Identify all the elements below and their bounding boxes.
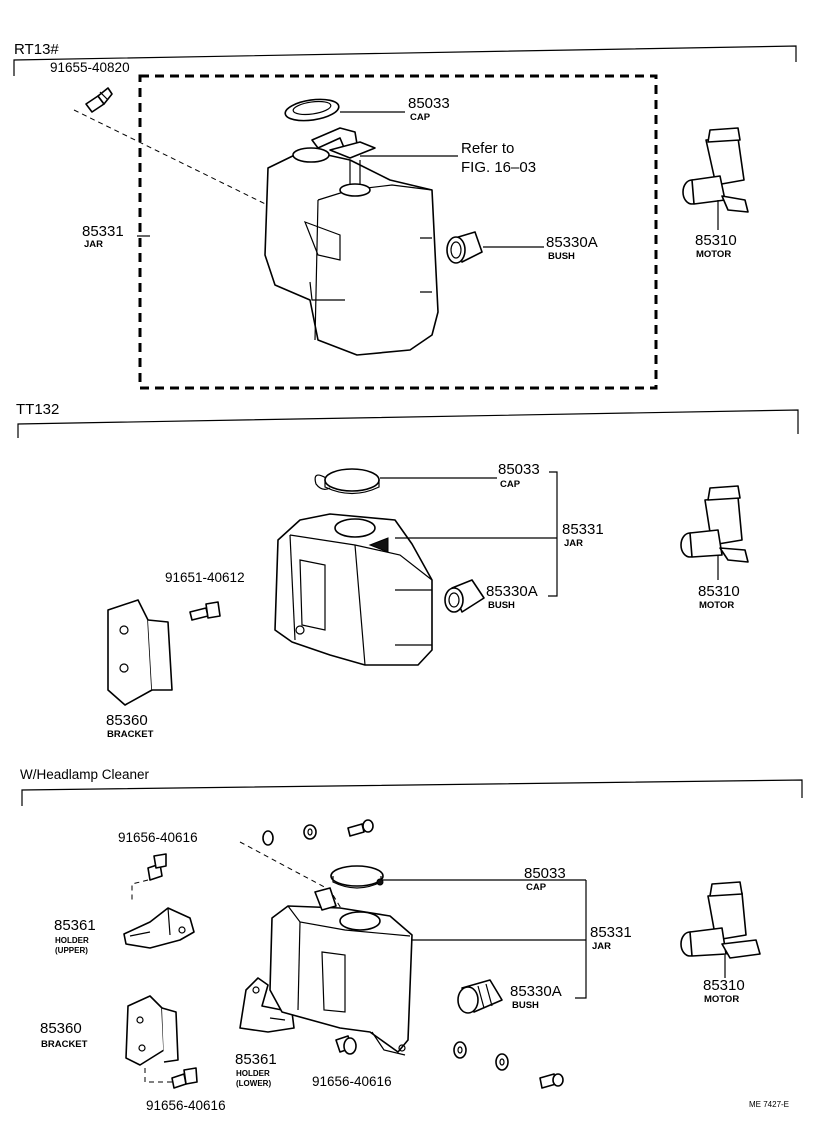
label-cap-num: 85033: [524, 865, 566, 882]
label-jar-num: 85331: [562, 521, 604, 538]
label-motor-num: 85310: [695, 232, 737, 249]
section-tt132: TT132 85033 CAP 85331 JAR: [16, 401, 799, 740]
section-bracket-line: [17, 409, 799, 438]
label-bolt-mid: 91656-40616: [312, 1074, 392, 1089]
label-jar-name: JAR: [592, 941, 611, 952]
label-bush-num: 85330A: [510, 983, 562, 1000]
label-bracket-num: 85360: [106, 712, 148, 729]
cap-85033: [314, 468, 380, 495]
label-holder-upper-name1: HOLDER: [55, 936, 89, 945]
label-motor-name: MOTOR: [704, 994, 739, 1005]
label-bracket-name: BRACKET: [41, 1039, 88, 1050]
label-cap-name: CAP: [526, 882, 547, 893]
label-cap-name: CAP: [500, 479, 521, 490]
leader-bolt-top: [131, 879, 149, 900]
motor-85310: [680, 485, 749, 580]
assembly-boundary: [138, 74, 658, 390]
motor-85310: [680, 881, 761, 978]
label-jar-num: 85331: [590, 924, 632, 941]
label-bush-num: 85330A: [486, 583, 538, 600]
bolt-91655: [85, 87, 113, 113]
bolt-91656-bottom: [171, 1067, 198, 1089]
cap-85033: [284, 98, 340, 122]
section-title-tt132: TT132: [16, 401, 59, 418]
label-motor-name: MOTOR: [699, 600, 734, 611]
label-motor-num: 85310: [703, 977, 745, 994]
jar-85331: [274, 513, 433, 666]
label-bracket-name: BRACKET: [107, 729, 154, 740]
label-holder-lower-num: 85361: [235, 1051, 277, 1068]
bracket-85360: [125, 995, 179, 1066]
hardware-bottom: [453, 1041, 564, 1089]
label-motor-name: MOTOR: [696, 249, 731, 260]
section-title-headlamp: W/Headlamp Cleaner: [20, 767, 150, 782]
leader-bolt-bottom: [144, 1068, 175, 1083]
jar-85331: [264, 127, 439, 356]
bolt-91651: [189, 601, 221, 621]
holder-upper-85361: [123, 907, 195, 949]
leader-bolt: [73, 109, 356, 249]
label-bolt-bottom: 91656-40616: [146, 1098, 226, 1113]
bracket-85360: [107, 599, 173, 706]
label-bolt-91655: 91655-40820: [50, 60, 130, 75]
bolt-91656-top: [147, 853, 167, 881]
section-bracket-line: [13, 45, 797, 76]
bush-85330a: [446, 231, 483, 264]
label-bolt-top: 91656-40616: [118, 830, 198, 845]
label-jar-name: JAR: [564, 538, 583, 549]
label-refer-1: Refer to: [461, 140, 514, 157]
label-bracket-num: 85360: [40, 1020, 82, 1037]
bush-85330a: [444, 579, 485, 613]
label-jar-num: 85331: [82, 223, 124, 240]
bush-85330a: [457, 979, 503, 1014]
label-holder-upper-num: 85361: [54, 917, 96, 934]
label-bush-name: BUSH: [548, 251, 575, 262]
label-motor-num: 85310: [698, 583, 740, 600]
cap-85033: [330, 865, 384, 889]
label-bush-name: BUSH: [488, 600, 515, 611]
label-jar-name: JAR: [84, 239, 103, 250]
jar-85331: [269, 887, 413, 1056]
label-holder-upper-name2: (UPPER): [55, 946, 88, 955]
label-bush-num: 85330A: [546, 234, 598, 251]
bolt-91656-mid: [335, 1035, 357, 1055]
footer-id: ME 7427-E: [749, 1100, 789, 1109]
label-bush-name: BUSH: [512, 1000, 539, 1011]
label-cap-num: 85033: [498, 461, 540, 478]
section-title-rt13: RT13#: [14, 41, 59, 58]
label-cap-name: CAP: [410, 112, 431, 123]
hardware-top: [262, 819, 374, 846]
label-cap-num: 85033: [408, 95, 450, 112]
label-bolt-91651: 91651-40612: [165, 570, 245, 585]
section-headlamp-cleaner: W/Headlamp Cleaner 91656-40616 85361 HOL…: [20, 767, 803, 1113]
label-refer-2: FIG. 16–03: [461, 159, 536, 176]
label-holder-lower-name2: (LOWER): [236, 1079, 271, 1088]
label-holder-lower-name1: HOLDER: [236, 1069, 270, 1078]
section-rt13: RT13# 91655-40820 85033 CAP: [13, 41, 797, 390]
motor-85310: [682, 127, 749, 230]
section-bracket-line: [21, 779, 803, 806]
